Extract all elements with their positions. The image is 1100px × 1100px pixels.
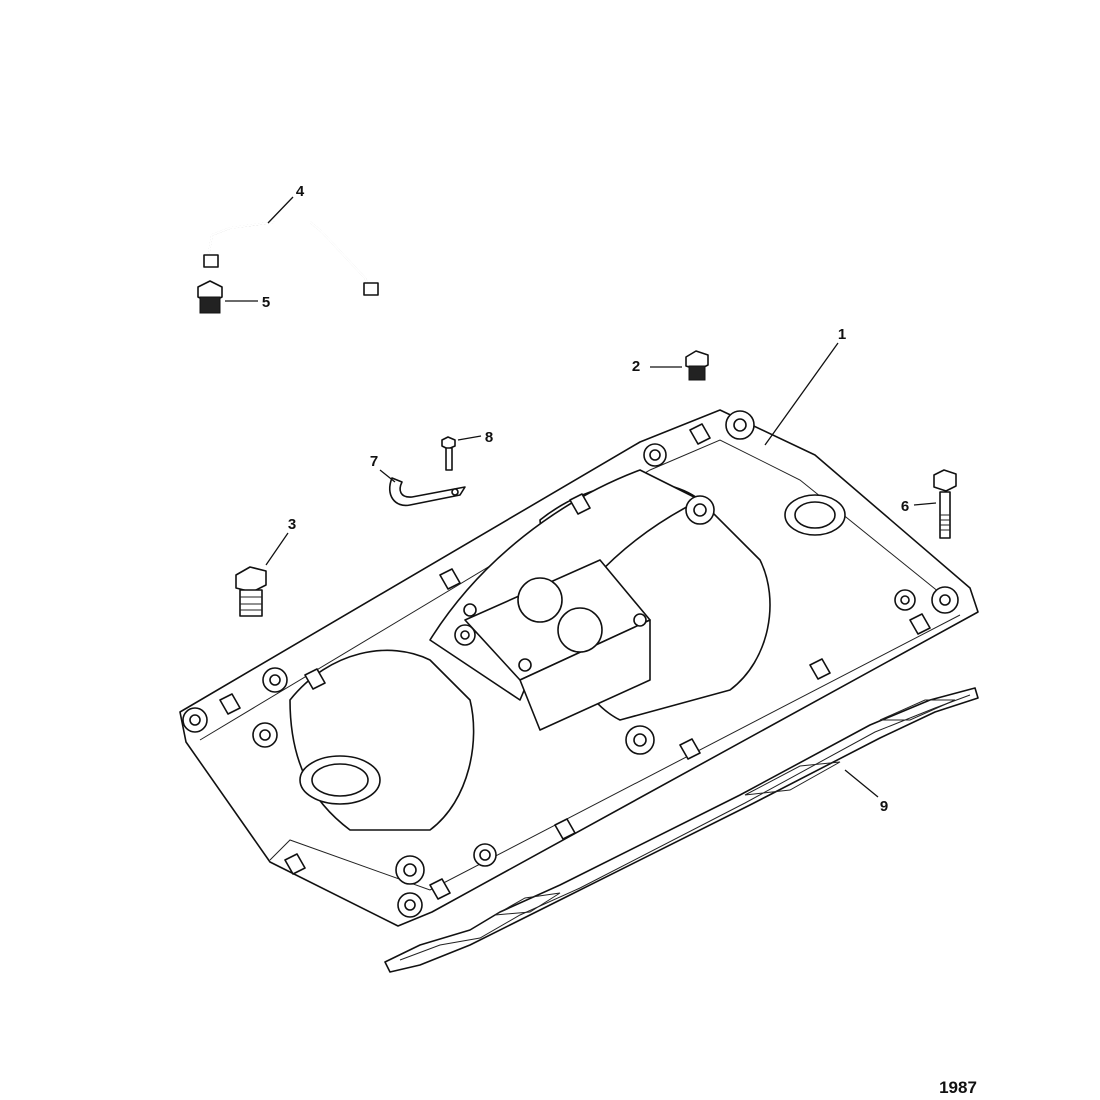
intake-manifold-part xyxy=(179,409,979,927)
callout-4: 4 xyxy=(296,183,305,200)
figure-number: 1987 xyxy=(939,1078,977,1097)
plug-2-part xyxy=(685,350,709,381)
callout-7: 7 xyxy=(370,453,378,470)
fitting-part xyxy=(197,280,223,314)
callout-9: 9 xyxy=(880,798,888,815)
callout-6: 6 xyxy=(901,498,909,515)
tube-part xyxy=(203,221,379,296)
leader-lines xyxy=(225,196,937,798)
screw-part xyxy=(441,436,456,471)
plug-3-part xyxy=(235,566,267,617)
clamp-part xyxy=(388,477,466,507)
callout-1: 1 xyxy=(838,326,846,343)
bolt-part xyxy=(933,469,957,539)
callout-5: 5 xyxy=(262,294,270,311)
callout-3: 3 xyxy=(288,516,296,533)
callout-8: 8 xyxy=(485,429,493,446)
callout-2: 2 xyxy=(632,358,640,375)
gasket-part xyxy=(384,687,979,973)
